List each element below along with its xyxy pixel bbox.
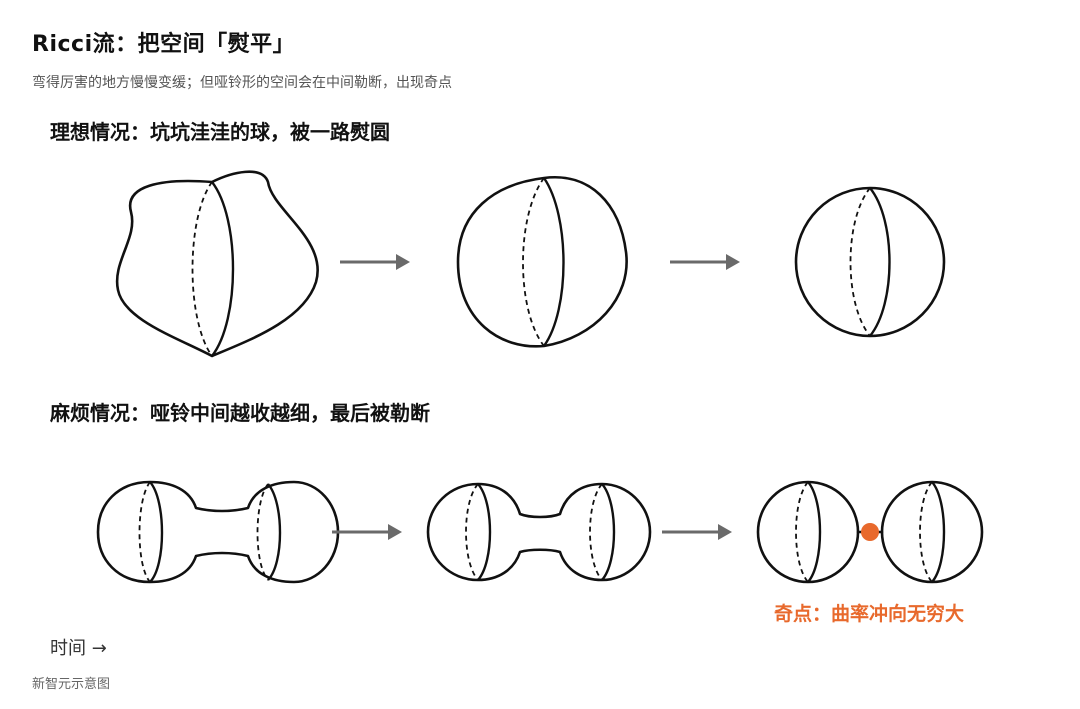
singularity-point — [861, 523, 879, 541]
page-subtitle: 弯得厉害的地方慢慢变缓；但哑铃形的空间会在中间勒断，出现奇点 — [32, 75, 452, 91]
dumbbell-stage-2 — [426, 482, 652, 582]
trouble-case-title: 麻烦情况：哑铃中间越收越细，最后被勒断 — [50, 401, 430, 425]
arrow-2 — [670, 254, 740, 270]
round-sphere — [794, 186, 946, 338]
lumpy-sphere — [115, 170, 319, 358]
page-title: Ricci流：把空间「熨平」 — [32, 32, 296, 57]
footer-caption: 新智元示意图 — [32, 677, 111, 692]
arrow-3 — [332, 524, 402, 540]
smoothing-sphere — [456, 175, 628, 348]
singularity-label: 奇点：曲率冲向无穷大 — [774, 602, 964, 625]
time-axis-label: 时间 → — [50, 638, 107, 659]
dumbbell-stage-1 — [96, 480, 340, 584]
arrow-1 — [340, 254, 410, 270]
ideal-case-title: 理想情况：坑坑洼洼的球，被一路熨圆 — [50, 120, 390, 144]
arrow-4 — [662, 524, 732, 540]
